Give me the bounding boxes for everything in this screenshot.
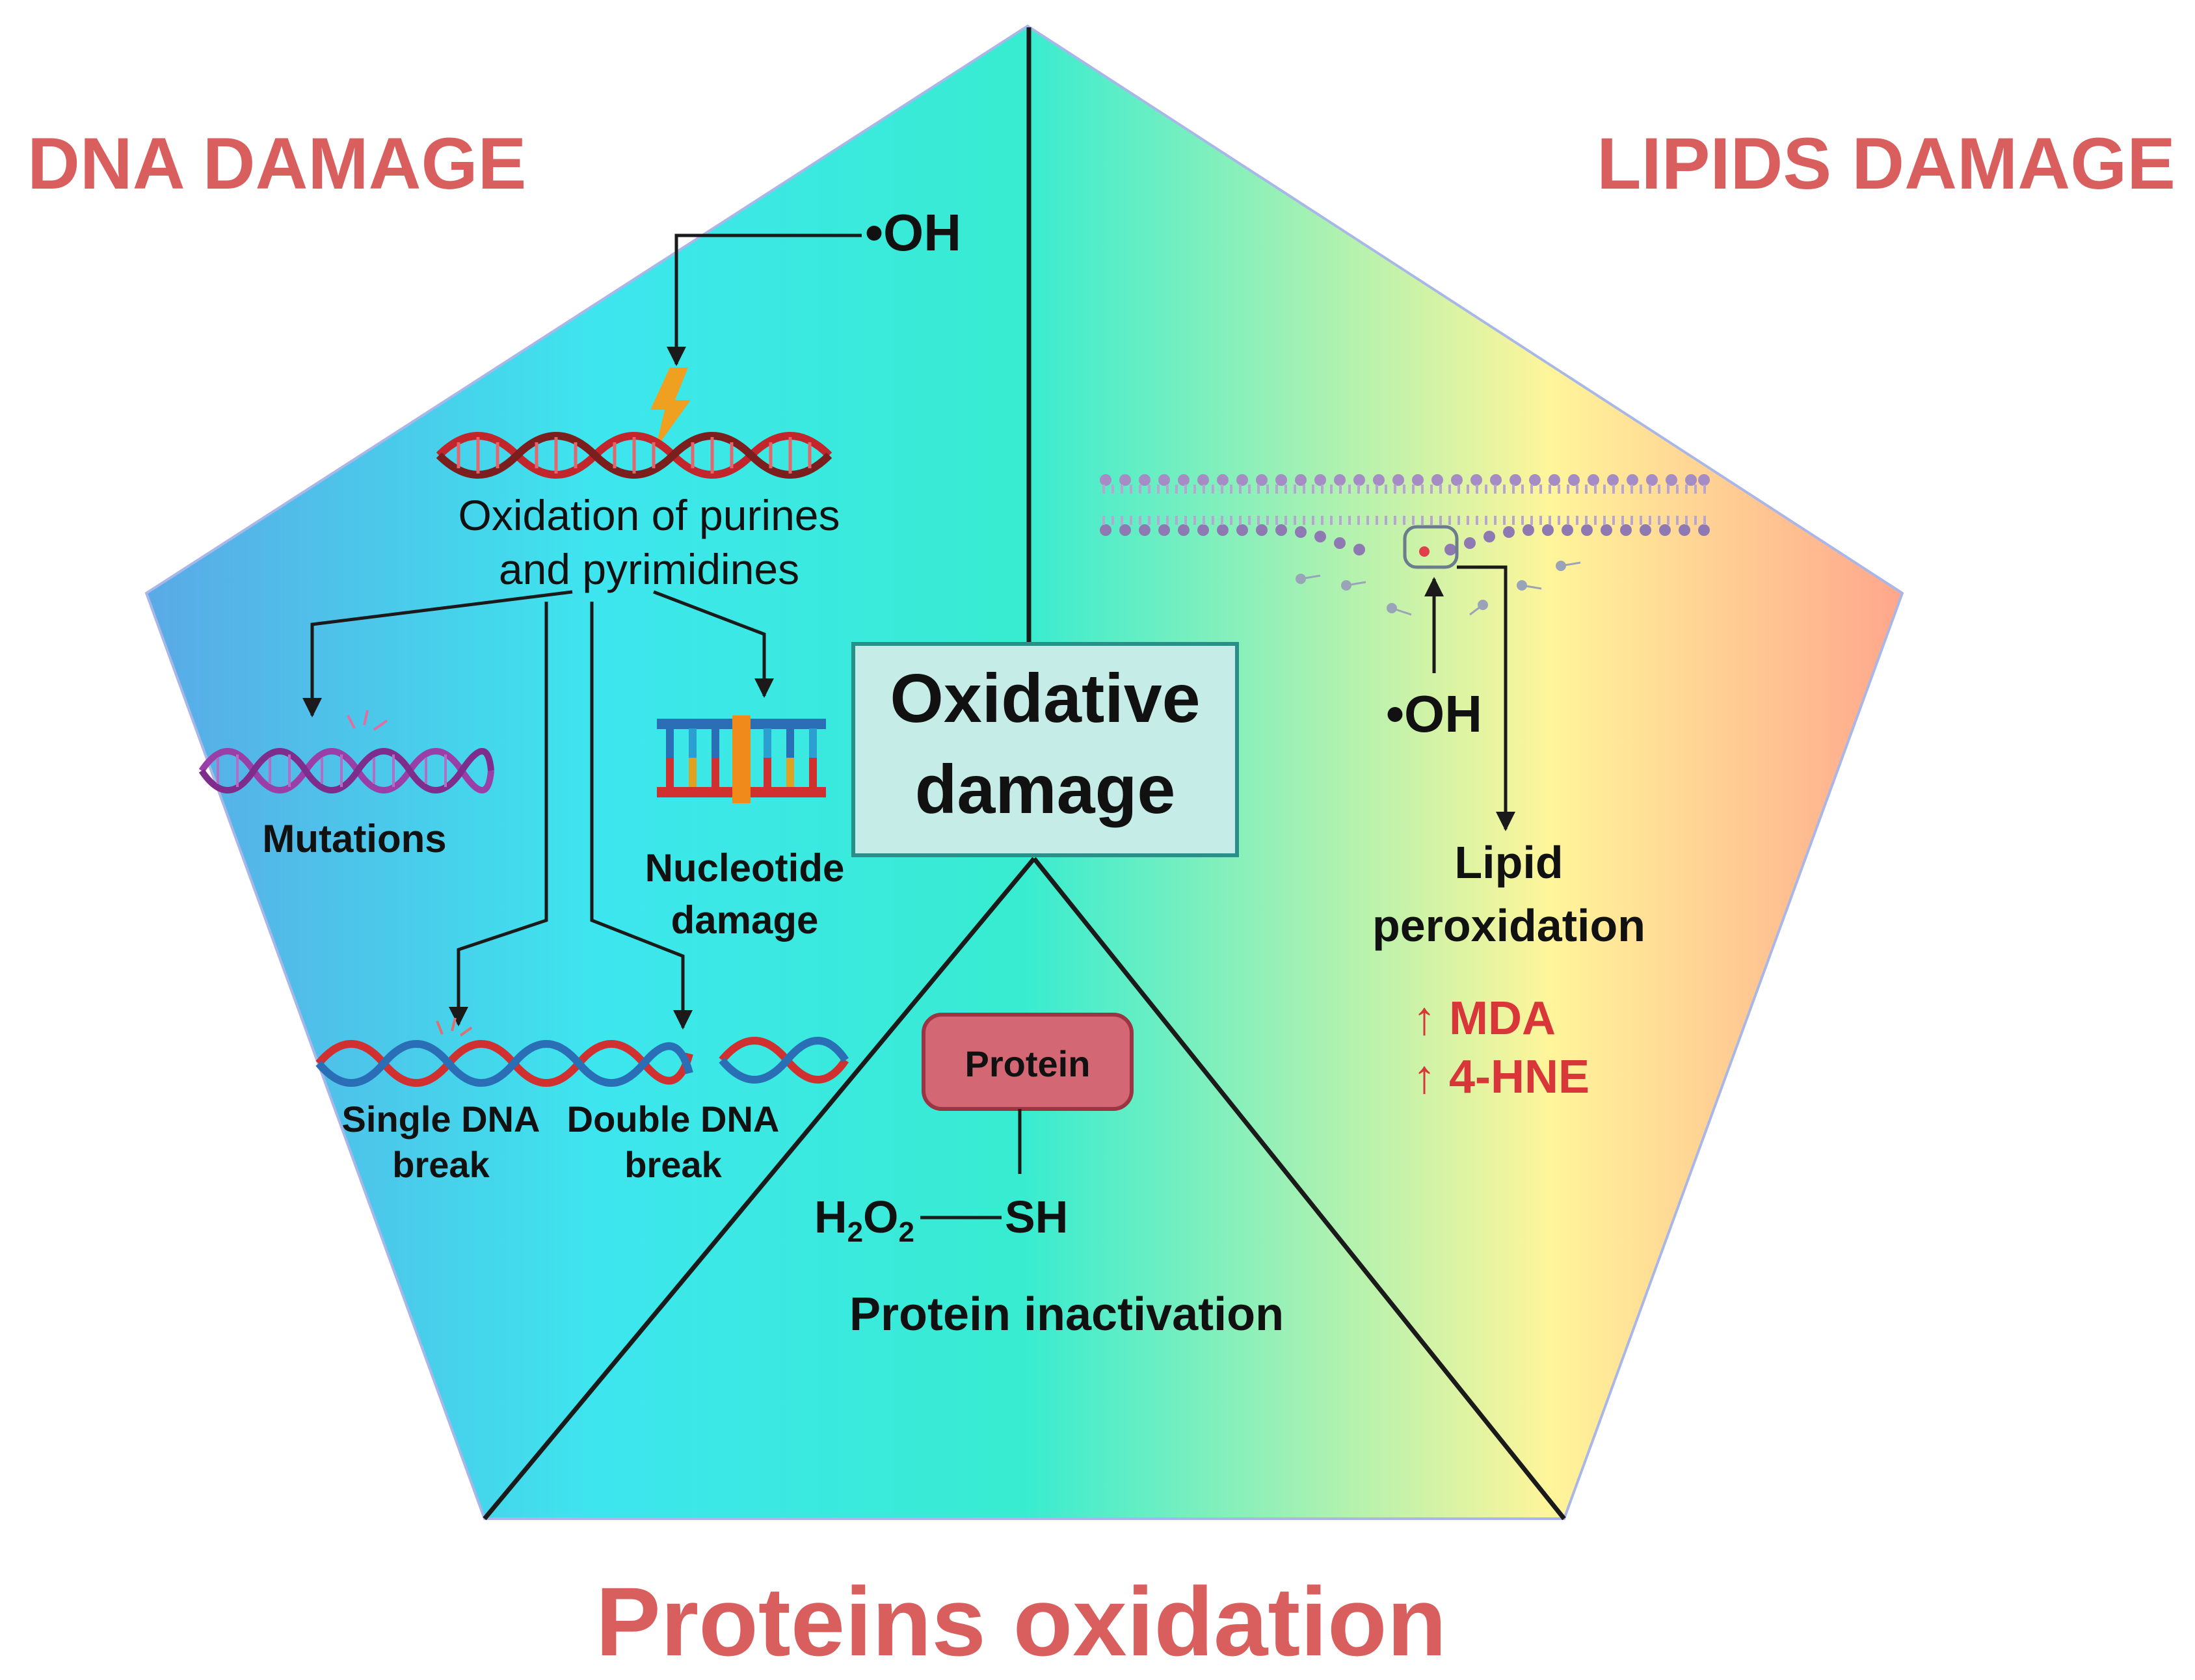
- lipid-membrane-icon: [1100, 474, 1710, 616]
- marker-mda: ↑ MDA: [1413, 993, 1556, 1045]
- title-lipids-damage: LIPIDS DAMAGE: [1597, 123, 2175, 204]
- dna-oxidation-line1: Oxidation of purines: [458, 491, 840, 539]
- arrow-to-double-break: [590, 602, 693, 1030]
- lipid-peroxidation-line1: Lipid: [1454, 837, 1563, 888]
- h2o2-h: H: [814, 1192, 847, 1242]
- protein-inactivation-label: Protein inactivation: [849, 1288, 1284, 1340]
- dna-radical-label: •OH: [865, 204, 961, 261]
- dna-break-icon: [315, 1017, 849, 1087]
- dna-section: •OH Oxidation of purines and pyrimidines: [198, 204, 961, 1185]
- double-break-line1: Double DNA: [567, 1099, 780, 1140]
- h2o2-formula: H2O2: [814, 1192, 914, 1248]
- nucleotide-line1: Nucleotide: [645, 846, 845, 890]
- h2o2-o: O: [863, 1192, 898, 1242]
- h2o2-sub2: 2: [899, 1216, 914, 1248]
- arrow-to-single-break: [449, 602, 548, 1026]
- mutations-label: Mutations: [262, 817, 446, 860]
- arrow-to-mutations: [302, 590, 573, 717]
- title-proteins-oxidation: Proteins oxidation: [596, 1567, 1446, 1676]
- lipids-section: •OH Lipid peroxidation ↑ MDA ↑ 4-HNE: [1100, 474, 1710, 1103]
- double-break-line2: break: [624, 1144, 722, 1185]
- mutated-dna-icon: [198, 710, 494, 793]
- dna-radical-arrow: [667, 233, 862, 366]
- dna-helix-icon: [436, 432, 832, 479]
- title-dna-damage: DNA DAMAGE: [27, 123, 526, 204]
- lipid-peroxidation-line2: peroxidation: [1372, 900, 1645, 951]
- dna-oxidation-line2: and pyrimidines: [499, 545, 799, 593]
- protein-box-label: Protein: [965, 1043, 1091, 1084]
- single-break-line2: break: [392, 1144, 490, 1185]
- nucleotide-ladder-icon: [657, 715, 826, 803]
- protein-section: Protein H2O2 SH Protein inactivation: [814, 1013, 1284, 1340]
- center-title-line2: damage: [915, 751, 1176, 828]
- lightning-icon: [650, 367, 691, 449]
- divider-left: [483, 857, 1036, 1521]
- center-box: Oxidative damage: [851, 642, 1239, 857]
- h2o2-sub1: 2: [847, 1216, 863, 1248]
- nucleotide-line2: damage: [671, 898, 819, 942]
- center-title-line1: Oxidative: [890, 660, 1200, 737]
- marker-4hne: ↑ 4-HNE: [1413, 1051, 1590, 1103]
- divider-right: [1032, 857, 1566, 1521]
- arrow-to-nucleotide: [653, 590, 774, 698]
- lipid-peroxidation-arrow: [1457, 565, 1515, 831]
- protein-box: [922, 1013, 1134, 1111]
- single-break-line1: Single DNA: [342, 1099, 540, 1140]
- sh-label: SH: [1005, 1192, 1068, 1242]
- lipid-radical-label: •OH: [1386, 685, 1482, 743]
